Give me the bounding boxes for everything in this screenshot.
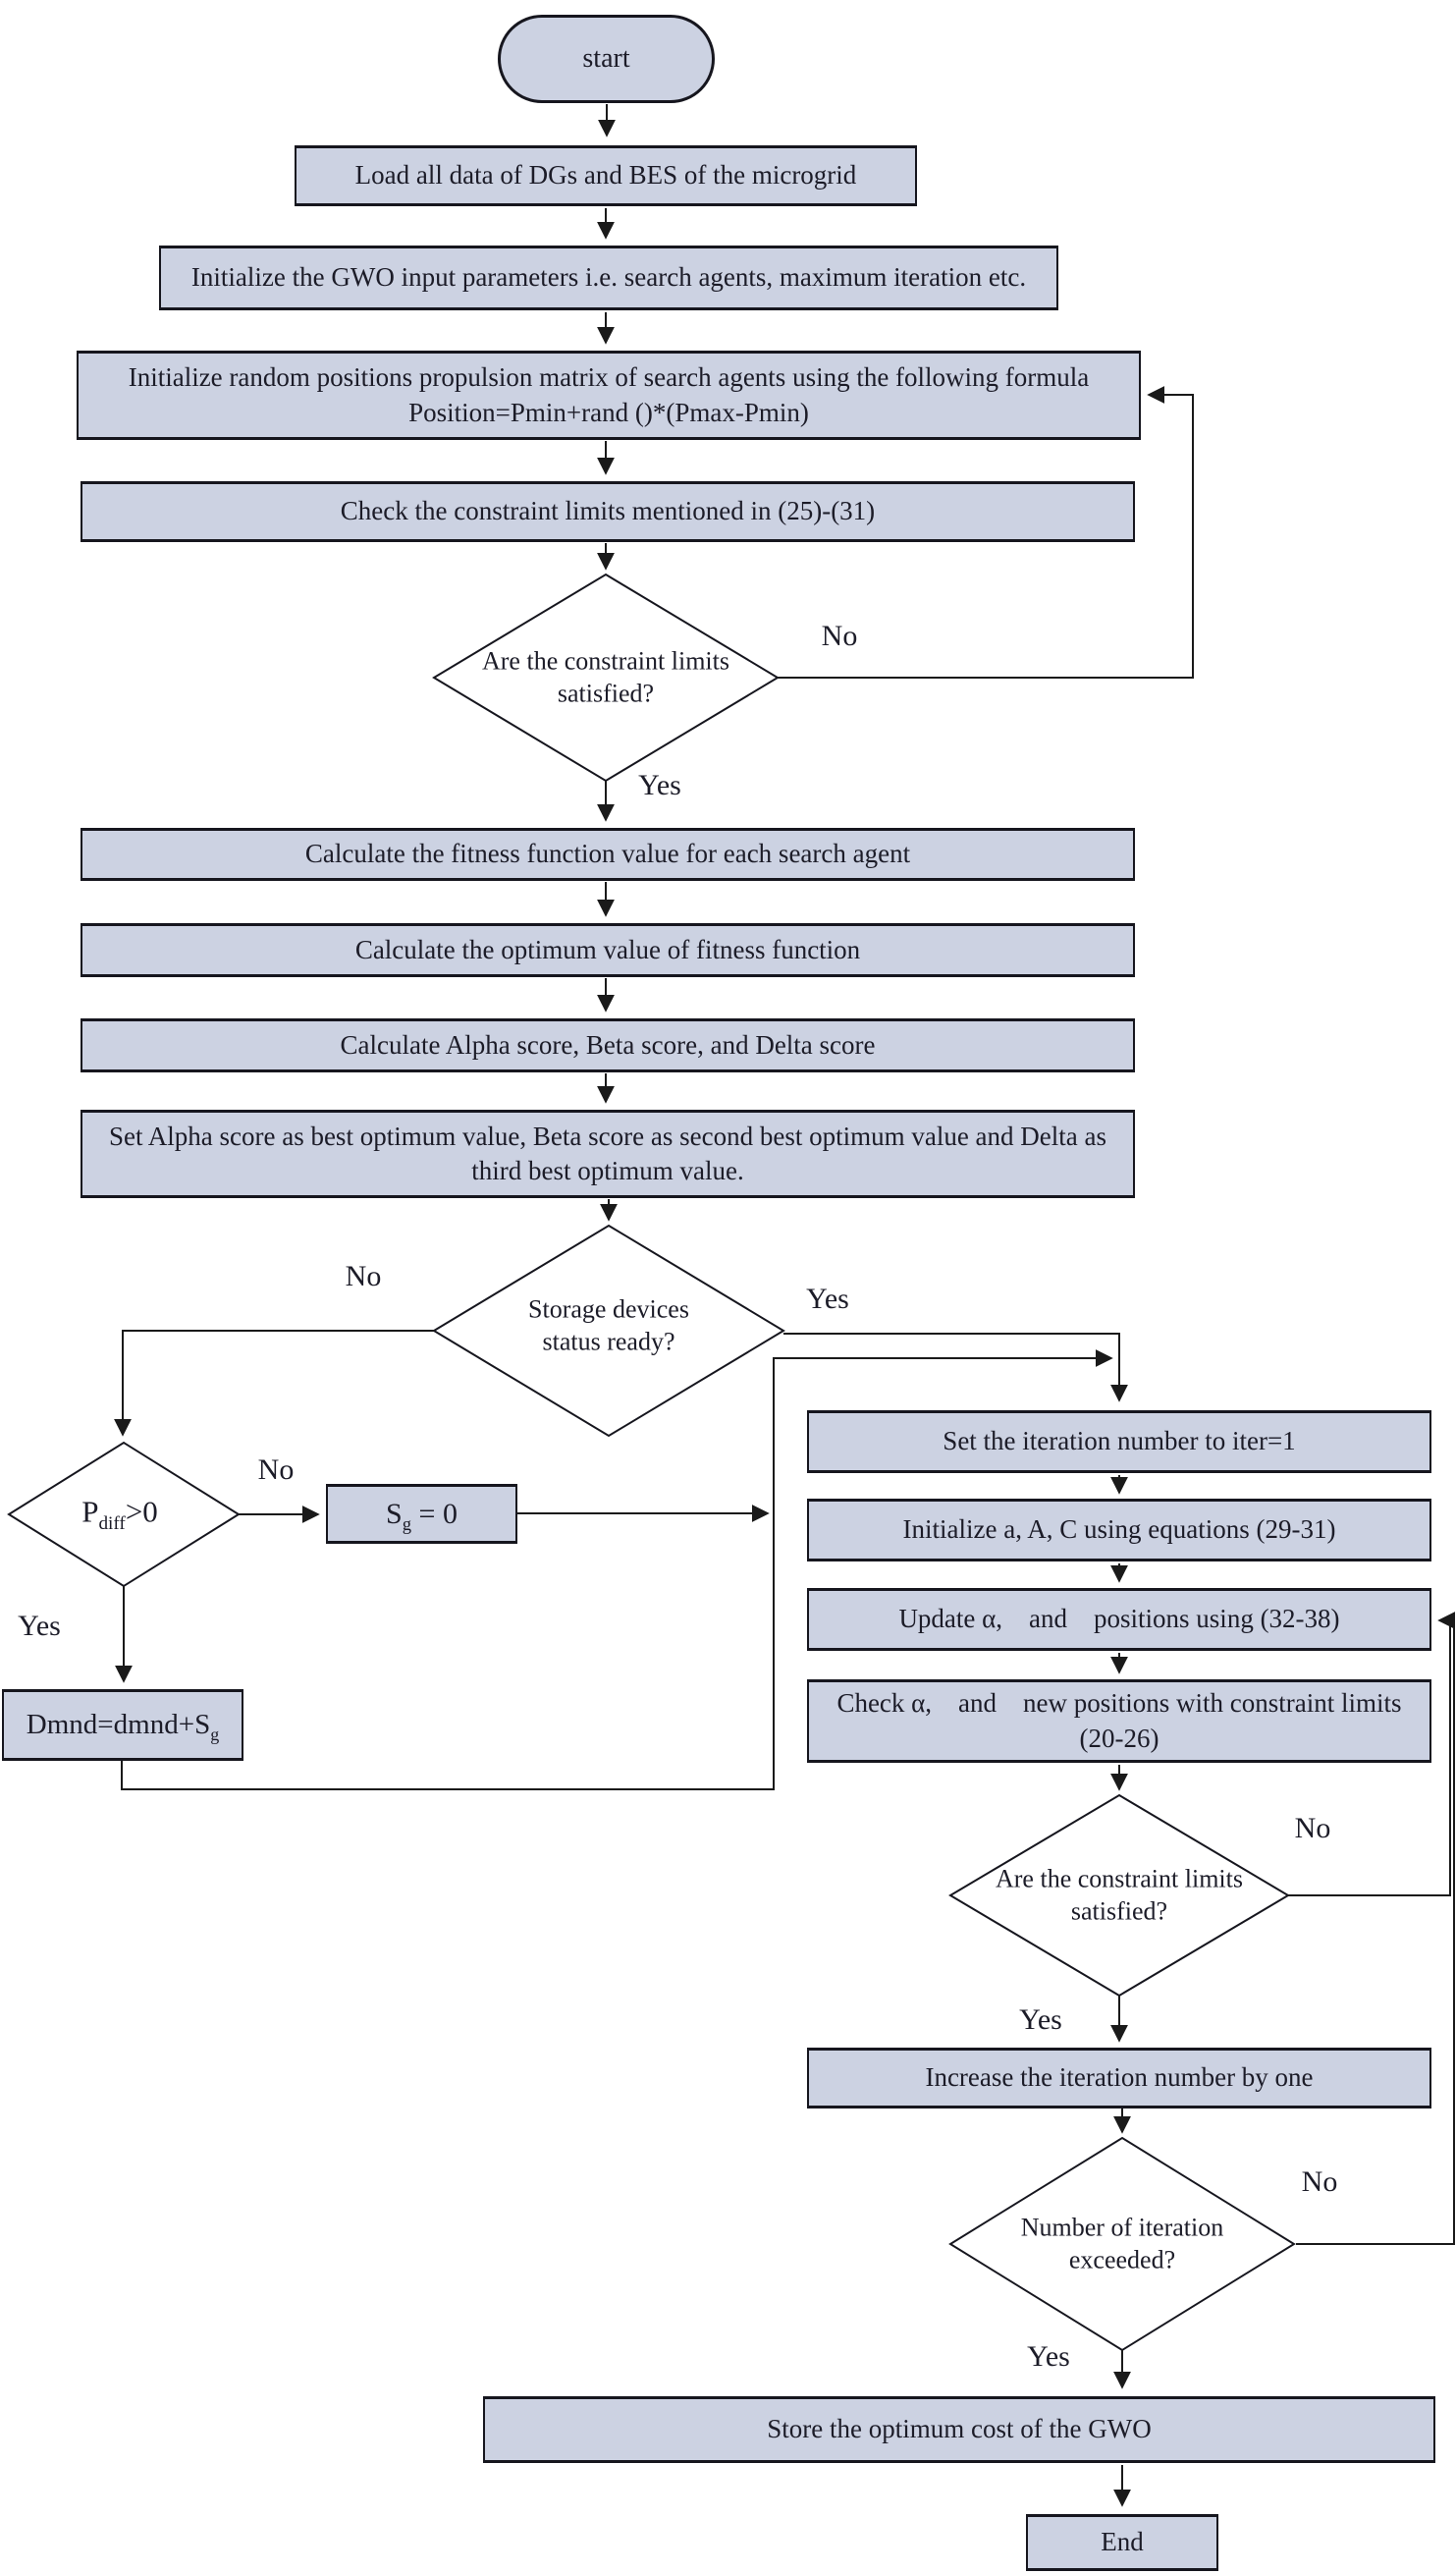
- dmnd-label: Dmnd=dmnd+Sg: [26, 1708, 220, 1744]
- label-d5-yes: Yes: [1027, 2340, 1070, 2373]
- init-aac-step: Initialize a, A, C using equations (29-3…: [807, 1499, 1431, 1561]
- sg-zero-step: Sg = 0: [326, 1484, 517, 1544]
- check-new-positions-line2: (20-26): [1079, 1723, 1159, 1753]
- store-cost-label: Store the optimum cost of the GWO: [767, 2414, 1152, 2444]
- label-d1-yes: Yes: [638, 769, 681, 801]
- storage-ready-decision: Storage devices status ready?: [528, 1294, 689, 1356]
- init-params-label: Initialize the GWO input parameters i.e.…: [190, 262, 1027, 293]
- update-positions-step: Update α, and positions using (32-38): [807, 1588, 1431, 1651]
- check-new-positions-line1: Check α, and new positions with constrai…: [836, 1688, 1402, 1719]
- decision-shape-storage-ready: [432, 1224, 785, 1438]
- label-d4-yes: Yes: [1019, 2003, 1062, 2036]
- start-node: start: [498, 15, 715, 103]
- init-aac-label: Initialize a, A, C using equations (29-3…: [902, 1514, 1336, 1545]
- calc-scores-label: Calculate Alpha score, Beta score, and D…: [340, 1029, 876, 1060]
- set-scores-line1: Set Alpha score as best optimum value, B…: [109, 1121, 1106, 1151]
- store-cost-step: Store the optimum cost of the GWO: [483, 2396, 1435, 2463]
- load-data-step: Load all data of DGs and BES of the micr…: [295, 145, 917, 206]
- check-limits-step: Check the constraint limits mentioned in…: [81, 481, 1135, 542]
- increase-iter-step: Increase the iteration number by one: [807, 2048, 1431, 2108]
- label-d3-yes: Yes: [18, 1610, 61, 1642]
- set-scores-step: Set Alpha score as best optimum value, B…: [81, 1110, 1135, 1198]
- label-d3-no: No: [257, 1453, 295, 1486]
- check-limits-label: Check the constraint limits mentioned in…: [340, 496, 876, 526]
- set-iter-step: Set the iteration number to iter=1: [807, 1410, 1431, 1473]
- end-node: End: [1026, 2514, 1218, 2571]
- init-positions-step: Initialize random positions propulsion m…: [77, 351, 1141, 440]
- start-label: start: [582, 43, 630, 74]
- calc-scores-step: Calculate Alpha score, Beta score, and D…: [81, 1018, 1135, 1072]
- set-scores-line2: third best optimum value.: [471, 1156, 744, 1185]
- calc-optimum-label: Calculate the optimum value of fitness f…: [354, 934, 861, 964]
- increase-iter-label: Increase the iteration number by one: [925, 2062, 1314, 2093]
- label-d5-no: No: [1301, 2165, 1338, 2198]
- load-data-label: Load all data of DGs and BES of the micr…: [354, 160, 857, 191]
- init-positions-line1: Initialize random positions propulsion m…: [128, 362, 1090, 393]
- label-d2-no: No: [345, 1260, 382, 1292]
- label-d4-no: No: [1294, 1812, 1331, 1844]
- dmnd-step: Dmnd=dmnd+Sg: [2, 1689, 243, 1761]
- calc-fitness-label: Calculate the fitness function value for…: [304, 839, 911, 869]
- constraints-decision-1: Are the constraint limits satisfied?: [481, 646, 730, 708]
- calc-optimum-step: Calculate the optimum value of fitness f…: [81, 923, 1135, 977]
- init-positions-line2: Position=Pmin+rand ()*(Pmax-Pmin): [408, 397, 809, 427]
- constraints-decision-2: Are the constraint limits satisfied?: [995, 1864, 1244, 1926]
- check-new-positions-step: Check α, and new positions with constrai…: [807, 1679, 1431, 1763]
- end-label: End: [1101, 2527, 1144, 2557]
- calc-fitness-step: Calculate the fitness function value for…: [81, 828, 1135, 881]
- sg-zero-label: Sg = 0: [386, 1498, 458, 1535]
- label-d2-yes: Yes: [806, 1283, 849, 1315]
- label-d1-no: No: [821, 620, 858, 652]
- set-iter-label: Set the iteration number to iter=1: [943, 1426, 1296, 1456]
- iter-exceeded-decision: Number of iteration exceeded?: [1020, 2213, 1224, 2274]
- update-positions-label: Update α, and positions using (32-38): [898, 1604, 1340, 1634]
- pdiff-decision: Pdiff>0: [81, 1494, 158, 1534]
- init-params-step: Initialize the GWO input parameters i.e.…: [159, 246, 1058, 310]
